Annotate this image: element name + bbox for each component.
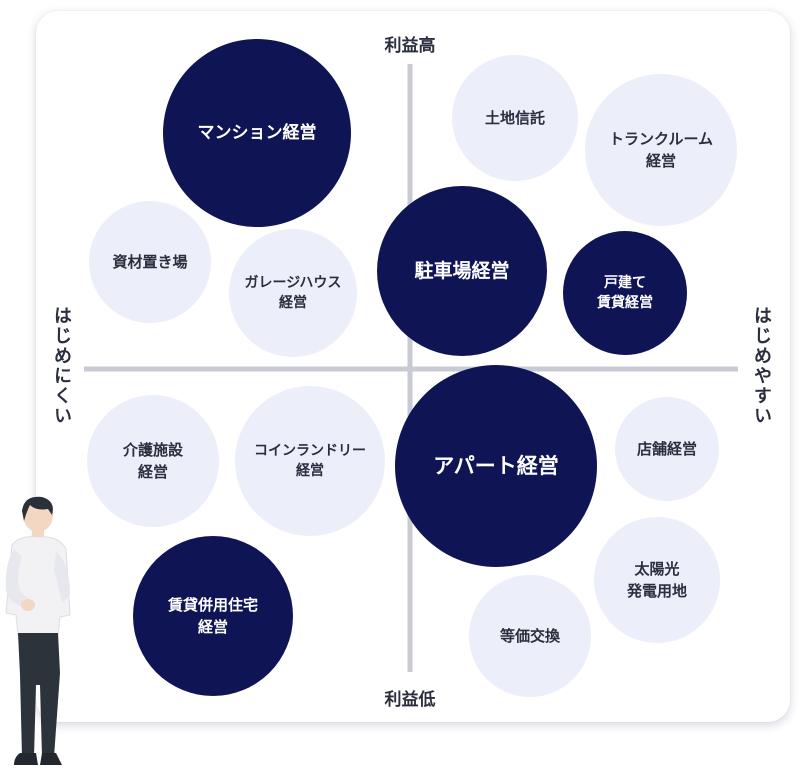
bubble-circle-kaigo [87, 395, 219, 527]
bubble-label-taiyoko: 太陽光 [634, 560, 679, 578]
person-illustration [5, 496, 71, 765]
bubble-label-trunk-room: 経営 [646, 152, 676, 170]
bubble-label-coin-laundry: 経営 [296, 462, 324, 479]
bubble-circle-mansion [163, 39, 351, 227]
bubble-label-shizai-okiba: 資材置き場 [112, 253, 187, 271]
axis-label-hard-to-start: はじめにくい [51, 306, 72, 426]
bubble-circle-trunk-room [585, 74, 737, 226]
bubble-circle-tokka-kokan [469, 575, 591, 697]
bubble-label-apartment: アパート経営 [433, 454, 559, 478]
bubble-label-tenpo: 店舗経営 [637, 440, 697, 458]
bubble-circle-kodate [563, 231, 687, 355]
bubble-apartment: アパート経営 [395, 365, 597, 567]
bubble-label-tochi-shintaku: 土地信託 [485, 109, 545, 127]
bubble-tochi-shintaku: 土地信託 [452, 55, 578, 181]
bubble-tenpo: 店舗経営 [615, 397, 719, 501]
bubble-label-trunk-room: トランクルーム [609, 130, 713, 148]
bubble-circle-coin-laundry [235, 386, 385, 536]
axis-label-low-profit: 利益低 [384, 690, 436, 710]
bubble-label-mansion: マンション経営 [198, 122, 317, 143]
bubble-mansion: マンション経営 [163, 39, 351, 227]
bubble-layer: マンション経営土地信託トランクルーム経営資材置き場ガレージハウス経営駐車場経営戸… [87, 39, 737, 697]
bubble-circle-garage-house [229, 229, 357, 357]
bubble-tokka-kokan: 等価交換 [469, 575, 591, 697]
bubble-circle-apartment [395, 365, 597, 567]
bubble-chushajo: 駐車場経営 [377, 186, 547, 356]
bubble-shizai-okiba: 資材置き場 [89, 201, 211, 323]
bubble-circle-chushajo [377, 186, 547, 356]
bubble-label-kodate: 賃貸経営 [596, 294, 653, 311]
bubble-label-chintai-heiyo: 経営 [198, 618, 228, 636]
bubble-circle-tochi-shintaku [452, 55, 578, 181]
bubble-label-garage-house: 経営 [279, 294, 307, 311]
bubble-circle-chintai-heiyo [133, 536, 293, 696]
bubble-circle-taiyoko [594, 517, 720, 643]
bubble-label-coin-laundry: コインランドリー [254, 443, 366, 459]
bubble-label-kodate: 戸建て [604, 274, 646, 291]
bubble-label-garage-house: ガレージハウス [245, 275, 342, 291]
axis-label-high-profit: 利益高 [384, 36, 436, 56]
bubble-label-kaigo: 介護施設 [122, 441, 184, 459]
bubble-label-taiyoko: 発電用地 [626, 582, 687, 600]
bubble-label-chintai-heiyo: 賃貸併用住宅 [167, 596, 258, 614]
bubble-label-tokka-kokan: 等価交換 [500, 627, 561, 645]
bubble-circle-tenpo [615, 397, 719, 501]
bubble-label-chushajo: 駐車場経営 [414, 259, 509, 282]
bubble-label-kaigo: 経営 [138, 463, 168, 481]
bubble-circle-shizai-okiba [89, 201, 211, 323]
axis-label-easy-to-start: はじめやすい [751, 306, 772, 426]
